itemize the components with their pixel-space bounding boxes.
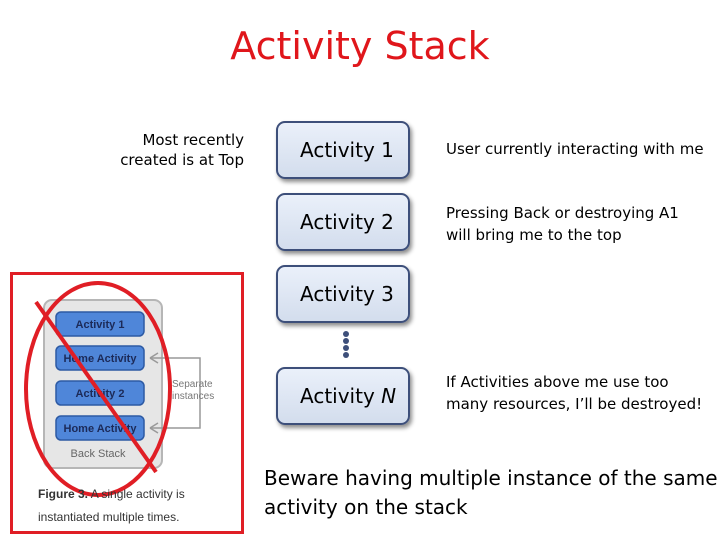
ellipsis-dots (339, 330, 353, 360)
side-note-line-2: many resources, I’ll be destroyed! (446, 393, 716, 415)
stack-box-activity-n: Activity N (276, 367, 410, 425)
stack-box-suffix: 3 (381, 282, 394, 306)
stack-box-suffix: 2 (381, 210, 394, 234)
warning-text: Beware having multiple instance of the s… (264, 464, 720, 522)
figure-caption: Figure 3. A single activity is instantia… (38, 483, 238, 529)
side-note-activity-2: Pressing Back or destroying A1 will brin… (446, 202, 716, 246)
top-note-line-1: Most recently (104, 130, 244, 150)
stack-box-suffix: 1 (381, 138, 394, 162)
stack-box-activity-1: Activity 1 (276, 121, 410, 179)
top-note-line-2: created is at Top (104, 150, 244, 170)
stack-box-activity-3: Activity 3 (276, 265, 410, 323)
figure-caption-number: Figure 3. (38, 487, 88, 501)
side-note-line-1: Pressing Back or destroying A1 (446, 202, 716, 224)
top-note: Most recently created is at Top (104, 130, 244, 170)
figure-caption-text-2: instantiated multiple times. (38, 506, 238, 529)
separate-line-2: instances (172, 391, 232, 403)
side-note-activity-1: User currently interacting with me (446, 138, 716, 160)
stack-box-prefix: Activity (300, 384, 381, 408)
separate-instances-label: Separate instances (172, 379, 232, 403)
stack-box-activity-2: Activity 2 (276, 193, 410, 251)
figure-item-activity-1: Activity 1 (56, 312, 144, 336)
back-stack-label: Back Stack (40, 448, 156, 460)
side-note-line-2: will bring me to the top (446, 224, 716, 246)
stack-box-prefix: Activity (300, 282, 381, 306)
warning-line-1: Beware having multiple instance of the s… (264, 464, 720, 493)
separate-line-1: Separate (172, 379, 232, 391)
warning-line-2: activity on the stack (264, 493, 720, 522)
side-note-activity-n: If Activities above me use too many reso… (446, 371, 716, 415)
side-note-line-1: If Activities above me use too (446, 371, 716, 393)
stack-box-suffix: N (381, 384, 396, 408)
stack-box-prefix: Activity (300, 210, 381, 234)
slide-title: Activity Stack (0, 22, 720, 70)
stack-box-prefix: Activity (300, 138, 381, 162)
figure-item-label: Activity 1 (76, 319, 125, 331)
figure-caption-text-1: A single activity is (88, 487, 185, 501)
